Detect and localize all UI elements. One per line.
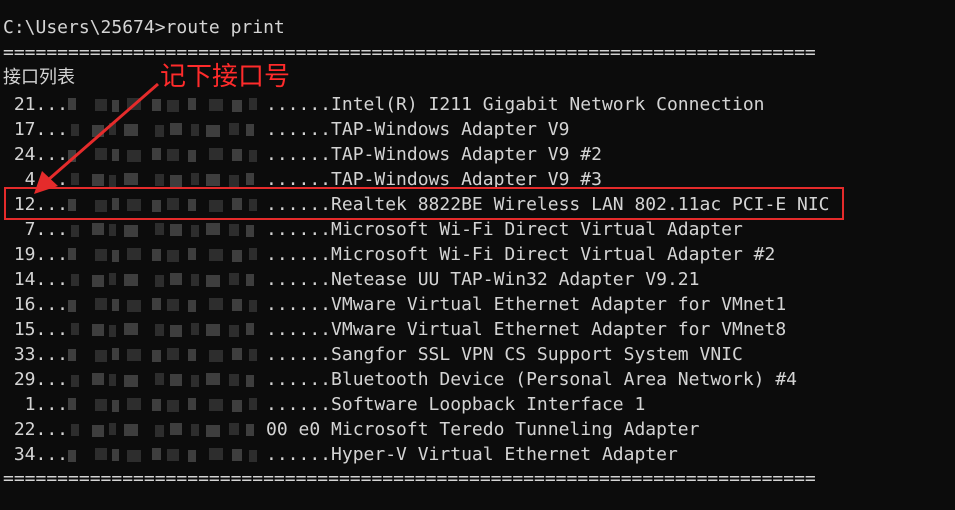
- mac-address-redacted: [68, 98, 258, 112]
- mac-address-redacted: [68, 298, 258, 312]
- interface-list-title: 接口列表: [3, 67, 75, 88]
- separator-bottom: ========================================…: [3, 468, 816, 489]
- interface-index: 22...: [3, 419, 69, 440]
- interface-description: ......Hyper-V Virtual Ethernet Adapter: [266, 444, 678, 465]
- interface-description: ......TAP-Windows Adapter V9 #3: [266, 169, 602, 190]
- interface-index: 15...: [3, 319, 69, 340]
- interface-index: 7...: [3, 219, 69, 240]
- interface-row: 21... ......Intel(R) I211 Gigabit Network…: [0, 92, 955, 117]
- interface-index: 34...: [3, 444, 69, 465]
- mac-address-redacted: [68, 248, 258, 262]
- interface-description: ......Microsoft Wi-Fi Direct Virtual Ada…: [266, 219, 743, 240]
- interface-index: 21...: [3, 94, 69, 115]
- interface-row: 29... ......Bluetooth Device (Personal Ar…: [0, 367, 955, 392]
- interface-row: 16... ......VMware Virtual Ethernet Adapt…: [0, 292, 955, 317]
- interface-row: 7... ......Microsoft Wi-Fi Direct Virtual…: [0, 217, 955, 242]
- interface-row: 12... ......Realtek 8822BE Wireless LAN 8…: [0, 192, 955, 217]
- interface-description: 00 e0 Microsoft Teredo Tunneling Adapter: [266, 419, 700, 440]
- interface-row: 4.........TAP-Windows Adapter V9 #3: [0, 167, 955, 192]
- mac-address-redacted: [68, 198, 258, 212]
- mac-address-redacted: [68, 348, 258, 362]
- interface-row: 22... 00 e0 Microsoft Teredo Tunneling Ad…: [0, 417, 955, 442]
- interface-row: 34... ......Hyper-V Virtual Ethernet Adap…: [0, 442, 955, 467]
- mac-address-redacted: [68, 223, 258, 237]
- interface-description: ......VMware Virtual Ethernet Adapter fo…: [266, 294, 787, 315]
- interface-description: ......Bluetooth Device (Personal Area Ne…: [266, 369, 798, 390]
- interface-description: ......Intel(R) I211 Gigabit Network Conn…: [266, 94, 765, 115]
- interface-row: 19... ......Microsoft Wi-Fi Direct Virtua…: [0, 242, 955, 267]
- interface-index: 17...: [3, 119, 69, 140]
- mac-address-redacted: [68, 423, 258, 437]
- interface-row: 1... ......Software Loopback Interface 1: [0, 392, 955, 417]
- mac-address-redacted: [68, 173, 258, 187]
- mac-address-redacted: [68, 273, 258, 287]
- interface-index: 12...: [3, 194, 69, 215]
- interface-description: ......TAP-Windows Adapter V9 #2: [266, 144, 602, 165]
- interface-description: ......Software Loopback Interface 1: [266, 394, 646, 415]
- mac-address-redacted: [68, 398, 258, 412]
- interface-index: 29...: [3, 369, 69, 390]
- interface-description: ......Sangfor SSL VPN CS Support System …: [266, 344, 743, 365]
- interface-row: 24... ......TAP-Windows Adapter V9 #2: [0, 142, 955, 167]
- interface-description: ......Microsoft Wi-Fi Direct Virtual Ada…: [266, 244, 776, 265]
- highlight-box: [4, 187, 844, 220]
- interface-index: 1...: [3, 394, 69, 415]
- interface-row: 15... ......VMware Virtual Ethernet Adapt…: [0, 317, 955, 342]
- interface-description: ......VMware Virtual Ethernet Adapter fo…: [266, 319, 787, 340]
- mac-address-redacted: [68, 148, 258, 162]
- mac-address-redacted: [68, 323, 258, 337]
- interface-row: 14... ......Netease UU TAP-Win32 Adapter …: [0, 267, 955, 292]
- interface-index: 16...: [3, 294, 69, 315]
- annotation-label: 记下接口号: [160, 62, 291, 92]
- mac-address-redacted: [68, 373, 258, 387]
- interface-index: 19...: [3, 244, 69, 265]
- command-line: C:\Users\25674>route print: [3, 17, 285, 38]
- interface-row: 33... ......Sangfor SSL VPN CS Support Sy…: [0, 342, 955, 367]
- mac-address-redacted: [68, 448, 258, 462]
- interface-description: ......TAP-Windows Adapter V9: [266, 119, 570, 140]
- interface-index: 33...: [3, 344, 69, 365]
- interface-index: 24...: [3, 144, 69, 165]
- interface-description: ......Netease UU TAP-Win32 Adapter V9.21: [266, 269, 700, 290]
- interface-row: 17... ......TAP-Windows Adapter V9: [0, 117, 955, 142]
- interface-description: ......Realtek 8822BE Wireless LAN 802.11…: [266, 194, 830, 215]
- separator-top: ========================================…: [3, 42, 816, 63]
- interface-index: 14...: [3, 269, 69, 290]
